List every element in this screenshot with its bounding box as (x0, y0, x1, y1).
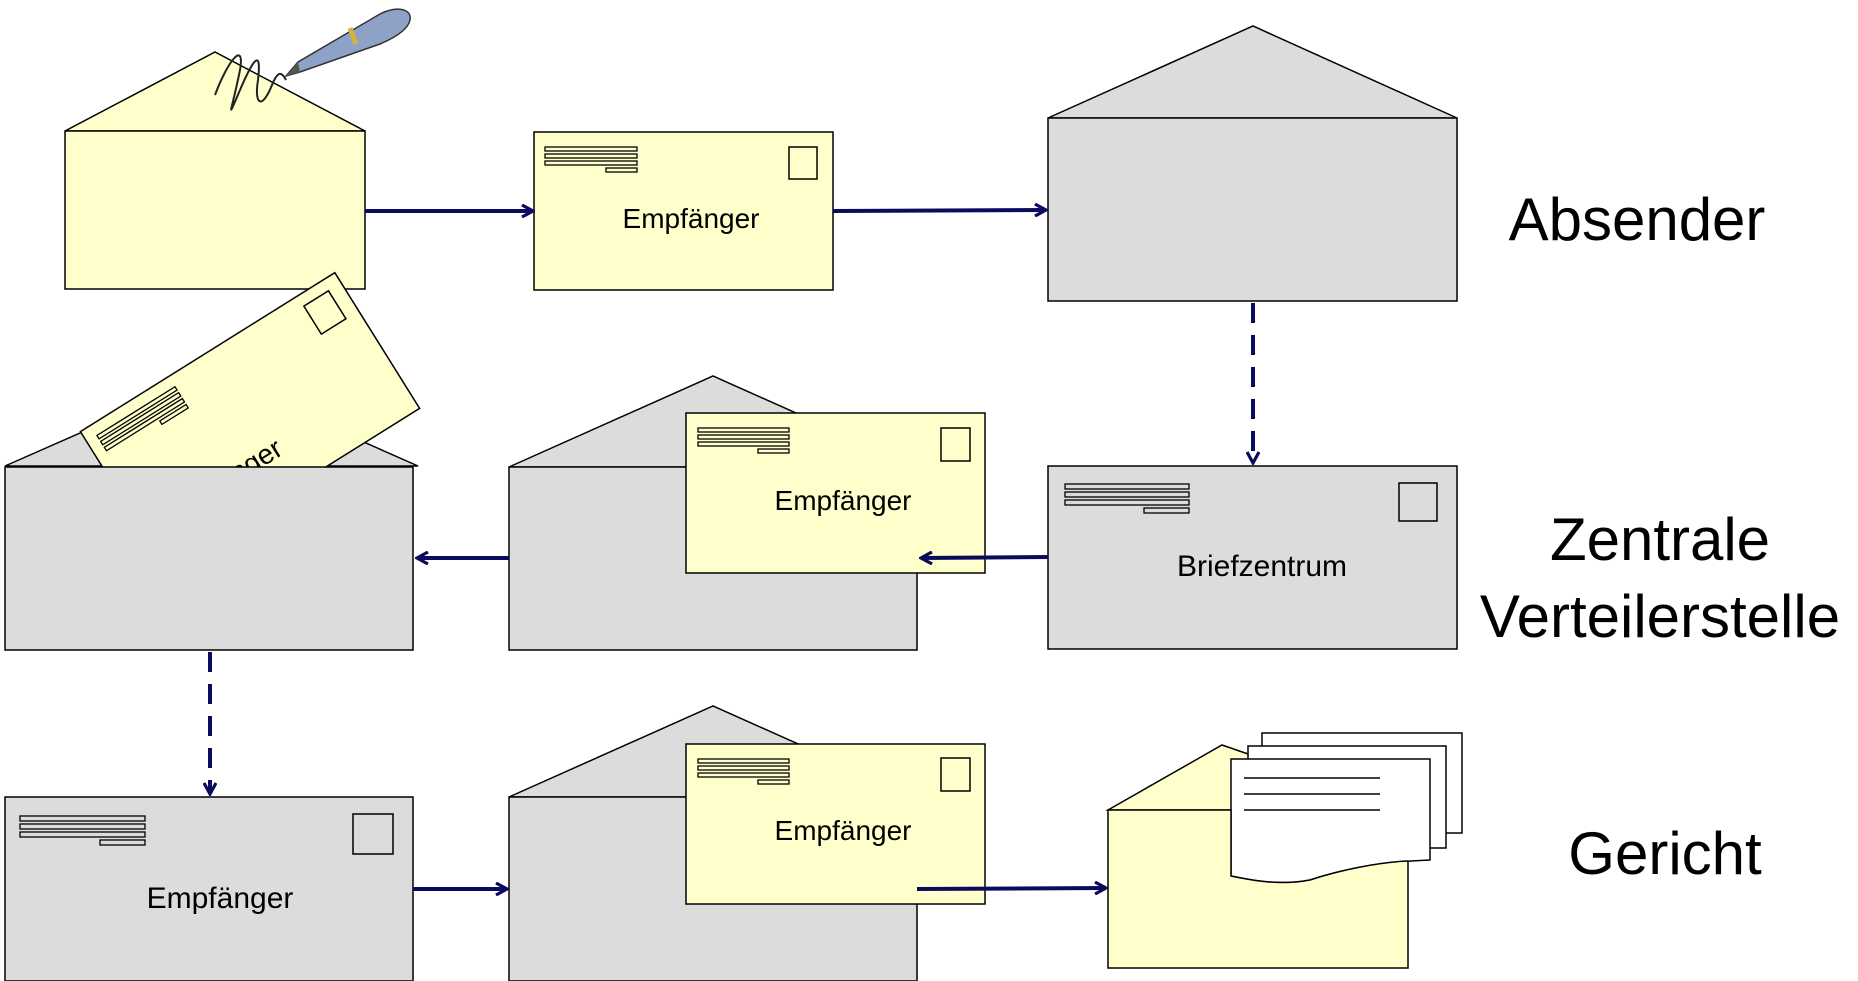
address-lines (697, 427, 790, 454)
opened-envelope-with-documents (1105, 732, 1463, 969)
section-label-sender: Absender (1509, 186, 1766, 253)
recipient-envelope: Empfänger (4, 796, 414, 981)
stamp-icon (1398, 482, 1438, 522)
recipient-label: Empfänger (775, 485, 912, 516)
section-label-court: Gericht (1568, 820, 1762, 887)
envelope-with-inserted-letter: nger (4, 271, 421, 651)
address-lines (544, 146, 638, 173)
stamp-icon (352, 813, 394, 855)
stamp-icon (788, 146, 818, 180)
outer-envelope-gray (1047, 25, 1458, 302)
arrow-letter-to-documents (916, 888, 1105, 889)
arrow-address-to-outer (832, 210, 1045, 211)
stamp-icon (940, 427, 971, 462)
section-label-distribution-line2: Verteilerstelle (1480, 583, 1840, 650)
recipient-label: Empfänger (147, 882, 294, 915)
pen-icon (283, 8, 411, 78)
address-lines (697, 758, 790, 785)
signed-letter-envelope (64, 8, 411, 290)
address-lines (1064, 483, 1190, 514)
briefzentrum-envelope: Briefzentrum (1047, 465, 1458, 650)
address-lines (19, 815, 146, 846)
recipient-label: Empfänger (623, 203, 760, 234)
stamp-icon (940, 757, 971, 792)
opened-envelope-with-letter-2: Empfänger (508, 705, 986, 981)
recipient-label: Empfänger (775, 815, 912, 846)
addressed-envelope: Empfänger (533, 131, 834, 291)
signature-scribble-icon (214, 54, 287, 111)
document-pages-icon (1230, 732, 1463, 884)
briefzentrum-label: Briefzentrum (1177, 550, 1347, 583)
arrow-briefzentrum-to-letter (922, 557, 1049, 558)
section-label-distribution-line1: Zentrale (1550, 506, 1770, 573)
opened-envelope-with-letter: Empfänger (508, 375, 986, 651)
